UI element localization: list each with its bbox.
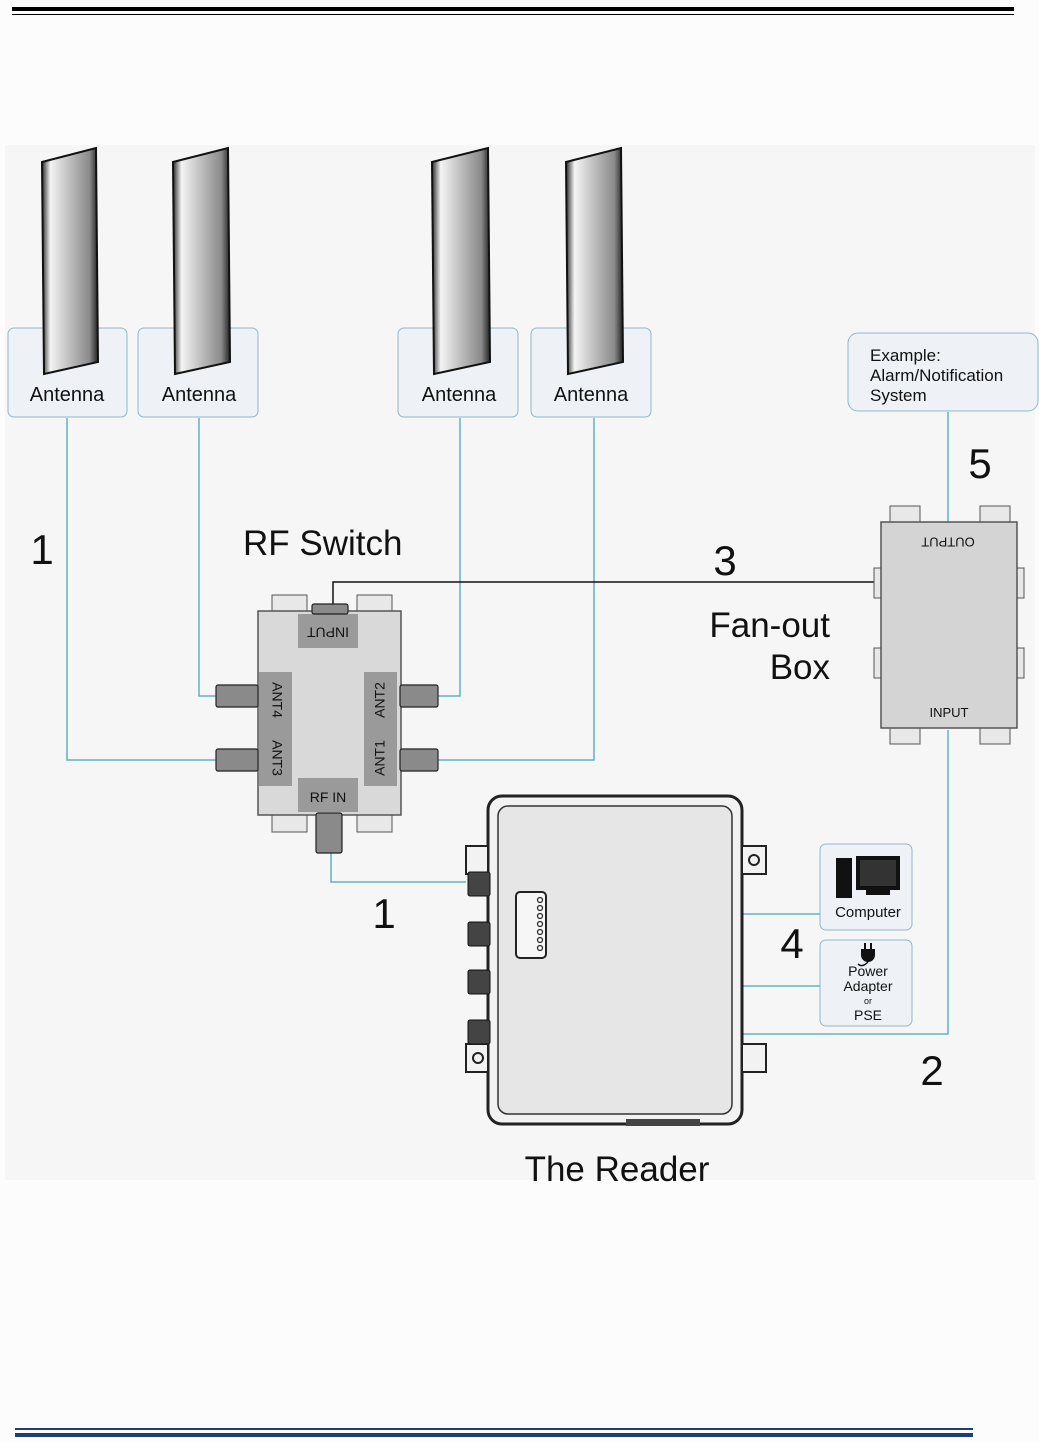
antenna-label-1: Antenna — [30, 384, 105, 406]
power-line-3: or — [864, 996, 872, 1006]
antenna-panel-icon — [173, 148, 230, 374]
antenna-panel-icon — [432, 148, 490, 374]
number-1-left: 1 — [30, 526, 53, 573]
antenna-panel-icon — [566, 148, 623, 374]
computer-label: Computer — [835, 904, 901, 921]
antenna-panel-icon — [42, 148, 98, 374]
fanout-title-2: Box — [770, 648, 831, 687]
number-1-bottom: 1 — [372, 890, 395, 937]
rf-switch-title: RF Switch — [243, 524, 402, 563]
power-line-4: PSE — [854, 1007, 882, 1023]
reader-face — [498, 806, 732, 1114]
antenna-label-4: Antenna — [554, 384, 629, 406]
antenna-label-3: Antenna — [422, 384, 497, 406]
ant1-label: ANT1 — [372, 740, 388, 776]
number-5: 5 — [968, 440, 991, 487]
fanout-output-label: OUTPUT — [921, 535, 975, 550]
rf-switch-input-label: INPUT — [307, 624, 349, 640]
power-adapter: Power Adapter or PSE — [820, 940, 912, 1026]
ant3-label: ANT3 — [269, 740, 285, 776]
fanout-body — [881, 522, 1017, 728]
example-line-3: System — [870, 386, 927, 405]
example-system: Example: Alarm/Notification System — [848, 333, 1038, 411]
power-line-1: Power — [848, 963, 888, 979]
number-3: 3 — [713, 537, 736, 584]
number-2: 2 — [920, 1047, 943, 1094]
computer: Computer — [820, 844, 912, 930]
example-line-2: Alarm/Notification — [870, 366, 1003, 385]
ant2-label: ANT2 — [372, 682, 388, 718]
power-line-2: Adapter — [843, 978, 892, 994]
footer-rule-thin — [15, 1428, 973, 1430]
reader-title: The Reader — [525, 1150, 710, 1189]
footer-rule — [15, 1433, 973, 1437]
antenna-label-2: Antenna — [162, 384, 237, 406]
number-4: 4 — [780, 920, 803, 967]
fanout-title-1: Fan-out — [709, 606, 830, 645]
example-line-1: Example: — [870, 346, 941, 365]
rf-in-label: RF IN — [310, 789, 347, 805]
fanout-input-label: INPUT — [930, 705, 969, 720]
ant4-label: ANT4 — [269, 682, 285, 718]
